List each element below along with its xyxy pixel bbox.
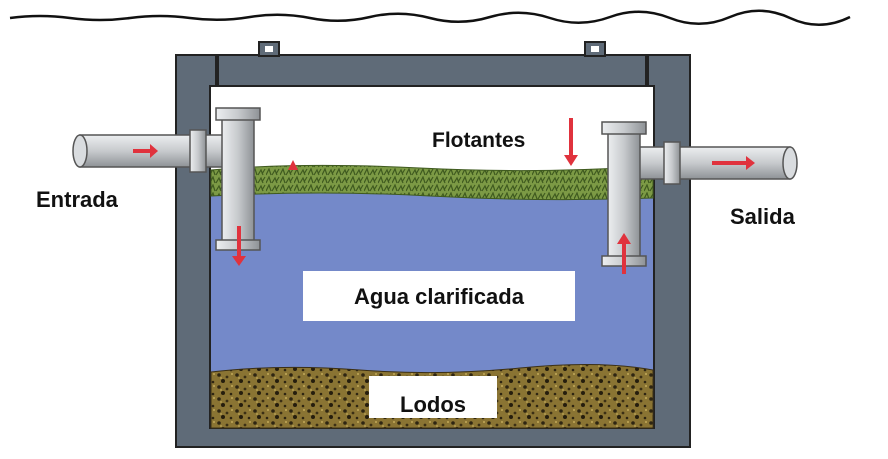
- inlet-tee: [221, 115, 255, 245]
- outlet-pipe: [629, 146, 791, 180]
- inlet-down-arrow-icon: [232, 226, 246, 266]
- scum-up-arrow-icon: [288, 160, 298, 170]
- ground-line: [9, 9, 851, 26]
- tank-wall: [175, 54, 691, 448]
- clarified-water-label: Agua clarificada: [354, 284, 525, 309]
- scum-layer: [210, 164, 654, 201]
- floating-label: Flotantes: [432, 129, 525, 152]
- sludge-label-box: [369, 376, 497, 418]
- tank-lid: [217, 54, 647, 87]
- outlet-label: Salida: [730, 204, 796, 229]
- outlet-up-arrow-icon: [617, 233, 631, 274]
- inlet-label: Entrada: [36, 187, 119, 212]
- inlet-flow-arrow-icon: [133, 144, 158, 158]
- outlet-flow-arrow-icon: [712, 156, 755, 170]
- flow-arrows: [133, 118, 755, 274]
- floating-down-arrow-icon: [564, 118, 578, 166]
- sludge-label: Lodos: [400, 392, 466, 417]
- clarified-water-label-box: [303, 271, 575, 321]
